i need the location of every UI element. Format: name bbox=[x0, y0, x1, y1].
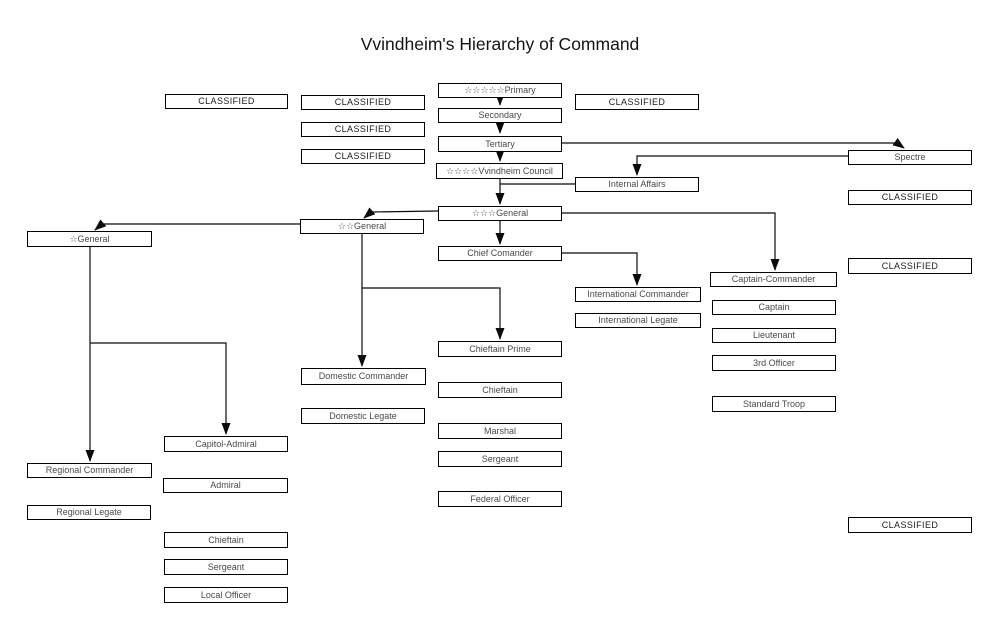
node-label-sergeant-local: Sergeant bbox=[207, 561, 245, 572]
node-label-general-1star: ☆General bbox=[69, 233, 110, 244]
node-label-regional-commander: Regional Commander bbox=[45, 465, 134, 475]
node-label-capitol-admiral: Capitol-Admiral bbox=[195, 438, 257, 449]
node-label-sergeant-central: Sergeant bbox=[481, 453, 519, 464]
edges bbox=[85, 94, 905, 462]
node-sergeant-local: Sergeant bbox=[164, 559, 288, 575]
node-admiral: Admiral bbox=[163, 478, 288, 493]
node-classified-top-5: CLASSIFIED bbox=[575, 94, 699, 110]
node-chieftain-prime: Chieftain Prime bbox=[438, 341, 562, 357]
node-third-officer: 3rd Officer bbox=[712, 355, 836, 371]
node-label-international-commander: International Commander bbox=[587, 289, 689, 299]
node-label-local-officer: Local Officer bbox=[200, 589, 252, 600]
node-international-commander: International Commander bbox=[575, 287, 701, 302]
node-domestic-legate: Domestic Legate bbox=[301, 408, 425, 424]
node-label-chieftain-central: Chieftain bbox=[482, 384, 518, 395]
node-secondary: Secondary bbox=[438, 108, 562, 123]
node-classified-top-3: CLASSIFIED bbox=[301, 122, 425, 137]
node-classified-right-1: CLASSIFIED bbox=[848, 190, 972, 205]
node-internal-affairs: Internal Affairs bbox=[575, 177, 699, 192]
node-general-1star: ☆General bbox=[27, 231, 152, 247]
node-label-chieftain-prime: Chieftain Prime bbox=[469, 343, 531, 354]
node-label-chieftain-local: Chieftain bbox=[208, 534, 244, 545]
node-label-primary: ☆☆☆☆☆Primary bbox=[464, 85, 536, 95]
node-label-captain: Captain bbox=[758, 302, 790, 312]
node-label-classified-right-2: CLASSIFIED bbox=[881, 260, 939, 271]
node-general-3star: ☆☆☆General bbox=[438, 206, 562, 221]
node-sergeant-central: Sergeant bbox=[438, 451, 562, 467]
node-label-general-3star: ☆☆☆General bbox=[471, 208, 529, 218]
edge-general-3star-to-captain-commander bbox=[562, 212, 780, 271]
node-label-vvindheim-council: ☆☆☆☆Vvindheim Council bbox=[446, 165, 553, 176]
node-label-third-officer: 3rd Officer bbox=[753, 357, 795, 368]
node-label-general-2star: ☆☆General bbox=[337, 221, 387, 231]
page-title: Vvindheim's Hierarchy of Command bbox=[360, 34, 640, 54]
edge-tertiary-to-spectre bbox=[562, 137, 905, 149]
node-chief-comander: Chief Comander bbox=[438, 246, 562, 261]
node-standard-troop: Standard Troop bbox=[712, 396, 836, 412]
node-classified-top-4: CLASSIFIED bbox=[301, 149, 425, 164]
node-local-officer: Local Officer bbox=[164, 587, 288, 603]
node-domestic-commander: Domestic Commander bbox=[301, 368, 426, 385]
node-label-secondary: Secondary bbox=[478, 110, 522, 120]
node-label-regional-legate: Regional Legate bbox=[56, 507, 122, 517]
node-label-classified-top-4: CLASSIFIED bbox=[334, 151, 392, 161]
node-label-lieutenant: Lieutenant bbox=[752, 330, 796, 340]
edge-general-2star-to-general-1star bbox=[94, 219, 300, 231]
node-label-tertiary: Tertiary bbox=[485, 138, 515, 149]
node-regional-legate: Regional Legate bbox=[27, 505, 151, 520]
node-label-chief-comander: Chief Comander bbox=[467, 248, 533, 258]
edge-general-2star-to-chieftain-prime bbox=[362, 287, 505, 340]
node-vvindheim-council: ☆☆☆☆Vvindheim Council bbox=[436, 163, 563, 179]
node-chieftain-local: Chieftain bbox=[164, 532, 288, 548]
node-label-classified-top-5: CLASSIFIED bbox=[608, 96, 666, 107]
node-label-international-legate: International Legate bbox=[598, 315, 678, 325]
node-label-internal-affairs: Internal Affairs bbox=[608, 179, 666, 189]
node-label-standard-troop: Standard Troop bbox=[742, 398, 806, 409]
node-general-2star: ☆☆General bbox=[300, 219, 424, 234]
node-label-classified-top-2: CLASSIFIED bbox=[334, 97, 392, 107]
edge-general-3star-to-general-2star bbox=[363, 207, 439, 219]
node-label-classified-right-3: CLASSIFIED bbox=[881, 519, 939, 530]
node-label-domestic-commander: Domestic Commander bbox=[318, 371, 409, 381]
node-classified-top-1: CLASSIFIED bbox=[165, 94, 288, 109]
node-tertiary: Tertiary bbox=[438, 136, 562, 152]
node-captain: Captain bbox=[712, 300, 836, 315]
node-label-domestic-legate: Domestic Legate bbox=[329, 410, 397, 421]
node-classified-right-2: CLASSIFIED bbox=[848, 258, 972, 274]
edge-general-1star-to-capitol-admiral bbox=[90, 342, 231, 435]
edge-spectre-to-internal-affairs bbox=[632, 155, 848, 176]
node-classified-right-3: CLASSIFIED bbox=[848, 517, 972, 533]
edge-chief-comander-to-international-commander bbox=[562, 252, 642, 286]
node-federal-officer: Federal Officer bbox=[438, 491, 562, 507]
node-label-spectre: Spectre bbox=[894, 152, 926, 162]
node-label-classified-right-1: CLASSIFIED bbox=[881, 192, 939, 202]
node-chieftain-central: Chieftain bbox=[438, 382, 562, 398]
node-lieutenant: Lieutenant bbox=[712, 328, 836, 343]
node-international-legate: International Legate bbox=[575, 313, 701, 328]
node-label-captain-commander: Captain-Commander bbox=[731, 274, 816, 284]
node-marshal: Marshal bbox=[438, 423, 562, 439]
node-captain-commander: Captain-Commander bbox=[710, 272, 837, 287]
node-primary: ☆☆☆☆☆Primary bbox=[438, 83, 562, 98]
node-classified-top-2: CLASSIFIED bbox=[301, 95, 425, 110]
node-spectre: Spectre bbox=[848, 150, 972, 165]
node-label-classified-top-1: CLASSIFIED bbox=[198, 96, 255, 106]
node-label-federal-officer: Federal Officer bbox=[470, 493, 530, 504]
node-label-classified-top-3: CLASSIFIED bbox=[334, 124, 392, 134]
node-capitol-admiral: Capitol-Admiral bbox=[164, 436, 288, 452]
node-label-marshal: Marshal bbox=[483, 425, 516, 436]
node-regional-commander: Regional Commander bbox=[27, 463, 152, 478]
node-label-admiral: Admiral bbox=[210, 480, 241, 490]
